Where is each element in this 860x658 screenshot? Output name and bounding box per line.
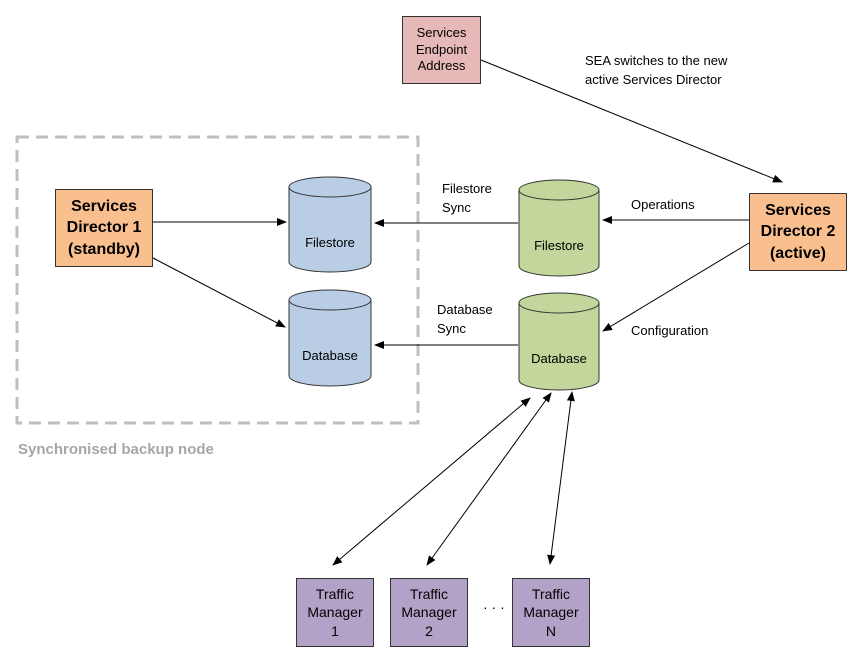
sd1-to-database-arrow xyxy=(152,257,286,328)
backup-node-title: Synchronised backup node xyxy=(18,441,214,458)
active-filestore-label: Filestore xyxy=(534,238,584,253)
active-database-label: Database xyxy=(531,351,587,366)
traffic-manager-1-box: Traffic Manager 1 xyxy=(296,578,374,647)
traffic-manager-2-box: Traffic Manager 2 xyxy=(390,578,468,647)
operations-label: Operations xyxy=(631,197,695,212)
active-filestore-cylinder xyxy=(518,179,600,277)
standby-database-label: Database xyxy=(302,348,358,363)
standby-database-cylinder xyxy=(288,289,372,387)
standby-filestore-cylinder xyxy=(288,176,372,273)
services-director-2-box: Services Director 2 (active) xyxy=(749,193,847,271)
configuration-label: Configuration xyxy=(631,323,709,338)
filestore-sync-label: Filestore Sync xyxy=(442,181,492,215)
ellipsis: · · · xyxy=(483,599,505,615)
standby-filestore-label: Filestore xyxy=(305,235,355,250)
backup-node-frame xyxy=(15,135,420,425)
sea-to-sd2-arrow xyxy=(480,59,783,183)
tm2-database-arrow xyxy=(426,392,552,566)
traffic-manager-n-box: Traffic Manager N xyxy=(512,578,590,647)
services-director-1-box: Services Director 1 (standby) xyxy=(55,189,153,267)
services-endpoint-address-box: Services Endpoint Address xyxy=(402,16,481,84)
configuration-arrow xyxy=(602,242,750,332)
tmn-database-arrow xyxy=(547,391,575,565)
database-sync-label: Database Sync xyxy=(437,302,493,336)
active-database-cylinder xyxy=(518,292,600,391)
sea-switch-note: SEA switches to the new active Services … xyxy=(585,53,728,87)
